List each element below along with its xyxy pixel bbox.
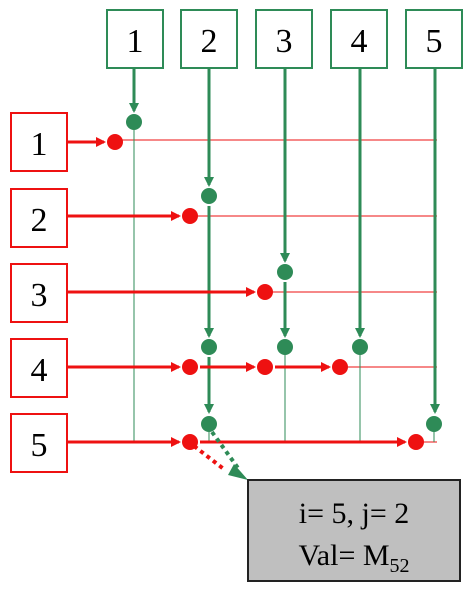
- row-link-node: [257, 284, 273, 300]
- row-pointer-arrows: [67, 137, 407, 447]
- column-headers: 1 2 3 4 5: [106, 9, 463, 69]
- row-header-3: 3: [10, 263, 68, 323]
- column-header-label: 4: [351, 23, 368, 60]
- row-link-node: [182, 359, 198, 375]
- element-info-box: i= 5, j= 2 Val= M52: [247, 479, 461, 582]
- column-header-label: 5: [426, 23, 443, 60]
- column-link-node: [201, 416, 217, 432]
- column-header-label: 3: [276, 23, 293, 60]
- column-header-2: 2: [180, 9, 238, 69]
- column-pointer-arrows: [129, 68, 440, 414]
- row-header-label: 2: [31, 202, 48, 239]
- column-link-node: [277, 264, 293, 280]
- row-link-node: [107, 134, 123, 150]
- row-header-2: 2: [10, 188, 68, 248]
- info-pointer: [192, 430, 248, 480]
- row-link-node: [182, 208, 198, 224]
- row-header-label: 1: [31, 126, 48, 163]
- element-nodes: [107, 114, 442, 450]
- column-header-1: 1: [106, 9, 164, 69]
- column-link-node: [126, 114, 142, 130]
- row-header-4: 4: [10, 338, 68, 398]
- column-header-3: 3: [255, 9, 313, 69]
- column-link-node: [426, 416, 442, 432]
- row-header-label: 4: [31, 352, 48, 389]
- column-link-node: [277, 339, 293, 355]
- row-headers: 1 2 3 4 5: [10, 112, 68, 473]
- row-link-node: [182, 434, 198, 450]
- info-value-subscript: 52: [390, 555, 410, 577]
- column-link-node: [201, 339, 217, 355]
- row-link-node: [408, 434, 424, 450]
- info-pointer-arrowhead: [228, 464, 248, 480]
- info-value-prefix: Val= M: [298, 539, 389, 572]
- info-pointer-red-dots: [192, 444, 227, 472]
- column-header-label: 2: [201, 23, 218, 60]
- info-value-text: Val= M52: [298, 539, 409, 577]
- row-header-label: 3: [31, 277, 48, 314]
- column-header-4: 4: [330, 9, 388, 69]
- row-guide-lines: [115, 139, 437, 443]
- column-link-node: [201, 188, 217, 204]
- column-link-node: [352, 339, 368, 355]
- column-header-5: 5: [405, 9, 463, 69]
- row-header-5: 5: [10, 413, 68, 473]
- row-link-node: [332, 359, 348, 375]
- row-link-node: [257, 359, 273, 375]
- column-header-label: 1: [127, 23, 144, 60]
- info-index-text: i= 5, j= 2: [299, 497, 410, 530]
- row-header-label: 5: [31, 427, 48, 464]
- row-header-1: 1: [10, 112, 68, 172]
